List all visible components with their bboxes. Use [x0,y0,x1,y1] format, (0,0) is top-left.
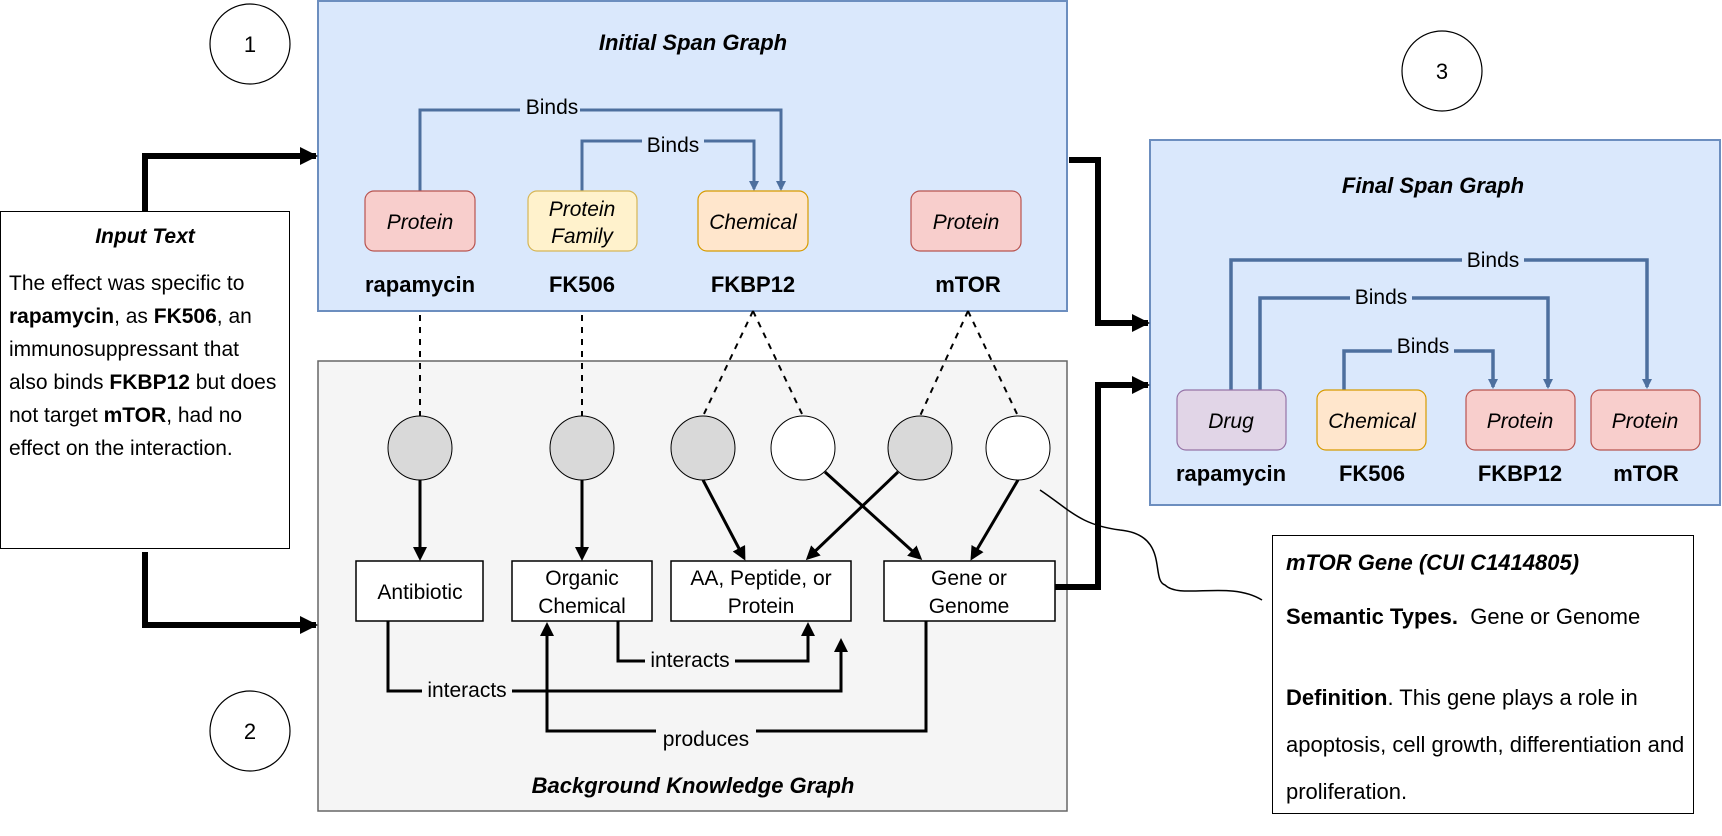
edge-label-bg [520,95,580,119]
semantic-type-aa-peptide-protein [670,560,852,622]
definition-label: Definition [1286,685,1388,710]
semantic-type-organic-chemical [511,560,653,622]
edge-label-bg [642,133,704,157]
edge-label-bg [1350,286,1412,310]
step-circle-3 [1401,30,1483,112]
final-node-drug-rapamycin [1176,389,1287,451]
input-text-body: The effect was specific to rapamycin, as… [1,249,289,465]
concept-type-arrows [413,470,1020,561]
semantic-type-label-line2: Protein [728,595,795,618]
input-text-segment: but does not target [9,371,277,427]
initial-node-span: FKBP12 [711,272,795,297]
flow-arrow-initial-to-final [1069,157,1150,332]
input-text-entity: mTOR [103,404,167,427]
semantic-type-label: Gene or [931,567,1007,590]
entity-linking-lines [419,310,1019,417]
semantic-type-label: Antibiotic [377,581,462,604]
step-number-2: 2 [244,719,256,744]
background-knowledge-graph-title: Background Knowledge Graph [532,773,855,798]
initial-node-type: Protein [933,211,1000,234]
semantic-type-label-line2: Chemical [538,595,626,618]
concept-node-mtor-selected [887,415,953,481]
semantic-types-label: Semantic Types. [1286,604,1458,629]
final-node-span: FKBP12 [1478,461,1562,486]
flow-arrow-input-to-background [142,552,318,634]
final-node-span: FK506 [1339,461,1405,486]
initial-edge-label-1: Binds [526,96,579,119]
relation-label-bg [645,647,735,673]
input-text-title: Input Text [95,225,195,248]
initial-node-type: Chemical [709,211,798,234]
final-node-type: Chemical [1328,410,1417,433]
flow-arrow-input-to-initial [142,147,318,211]
input-text-entity: FK506 [153,305,217,328]
final-edge-label-3: Binds [1397,335,1450,358]
initial-edge-binds-rapamycin-fkbp12 [418,108,786,191]
final-node-protein-fkbp12 [1465,389,1576,451]
input-text-segment: , an immunosuppressant that also binds [9,305,252,394]
relation-label-bg [656,717,756,743]
initial-node-type: Protein [387,211,454,234]
step-circle-2 [209,690,291,772]
final-node-span: mTOR [1613,461,1679,486]
definition-body: . This gene plays a role in apoptosis, c… [1286,685,1685,804]
relation-label-interacts-2: interacts [427,679,506,702]
initial-node-type: Protein [549,198,616,221]
final-edge-binds-rapamycin-mtor [1229,258,1652,390]
input-text-segment: , had no effect on the interaction. [9,404,243,460]
initial-node-span: rapamycin [365,272,475,297]
step-number-3: 3 [1436,59,1448,84]
concept-node-fk506 [549,415,615,481]
semantic-type-label: Organic [545,567,619,590]
semantic-type-gene-or-genome [883,560,1056,622]
input-text-box: Input Text The effect was specific to ra… [0,211,290,549]
initial-node-type-line2: Family [551,225,614,248]
final-node-span: rapamycin [1176,461,1286,486]
input-text-segment: The effect was specific to [9,272,245,295]
input-text-entity: FKBP12 [109,371,190,394]
semantic-type-label-line2: Genome [929,595,1010,618]
edge-label-bg [1462,248,1524,272]
initial-node-span: FK506 [549,272,615,297]
initial-node-protein-rapamycin [364,190,476,252]
semantic-types-value: Gene or Genome [1470,604,1641,629]
edge-label-bg [1392,334,1454,358]
definition-callout-connector [1039,489,1263,601]
final-node-protein-mtor [1590,389,1701,451]
initial-node-protein-mtor [910,190,1022,252]
initial-edge-label-2: Binds [647,134,700,157]
final-node-type: Drug [1208,410,1254,433]
relation-label-produces: produces [663,728,749,751]
initial-node-span: mTOR [935,272,1001,297]
initial-span-graph-title: Initial Span Graph [599,30,787,55]
relation-label-interacts-1: interacts [650,649,729,672]
concept-node-mtor-alt [985,415,1051,481]
semantic-types-line: Semantic Types. Gene or Genome [1286,604,1640,630]
definition-title: mTOR Gene (CUI C1414805) [1286,550,1580,575]
final-edge-label-1: Binds [1467,249,1520,272]
initial-node-protein-family-fk506 [527,190,638,252]
final-span-graph-title: Final Span Graph [1342,173,1524,198]
final-node-type: Protein [1612,410,1679,433]
step-number-1: 1 [244,32,256,57]
initial-node-chemical-fkbp12 [697,190,809,252]
input-text-segment: , as [114,305,154,328]
input-text-entity: rapamycin [9,305,115,328]
flow-arrow-background-to-final [1055,376,1150,590]
step-circle-1 [209,3,291,85]
definition-text: Definition. This gene plays a role in ap… [1286,674,1691,815]
semantic-type-label: AA, Peptide, or [690,567,831,590]
concept-node-fkbp12-alt [770,415,836,481]
concept-node-fkbp12-selected [670,415,736,481]
relation-label-bg [422,677,512,703]
final-node-chemical-fk506 [1316,389,1427,451]
concept-node-rapamycin [387,415,453,481]
final-node-type: Protein [1487,410,1554,433]
semantic-type-antibiotic [355,560,484,622]
final-edge-label-2: Binds [1355,286,1408,309]
concept-definition-box: mTOR Gene (CUI C1414805) Semantic Types.… [1272,535,1694,814]
